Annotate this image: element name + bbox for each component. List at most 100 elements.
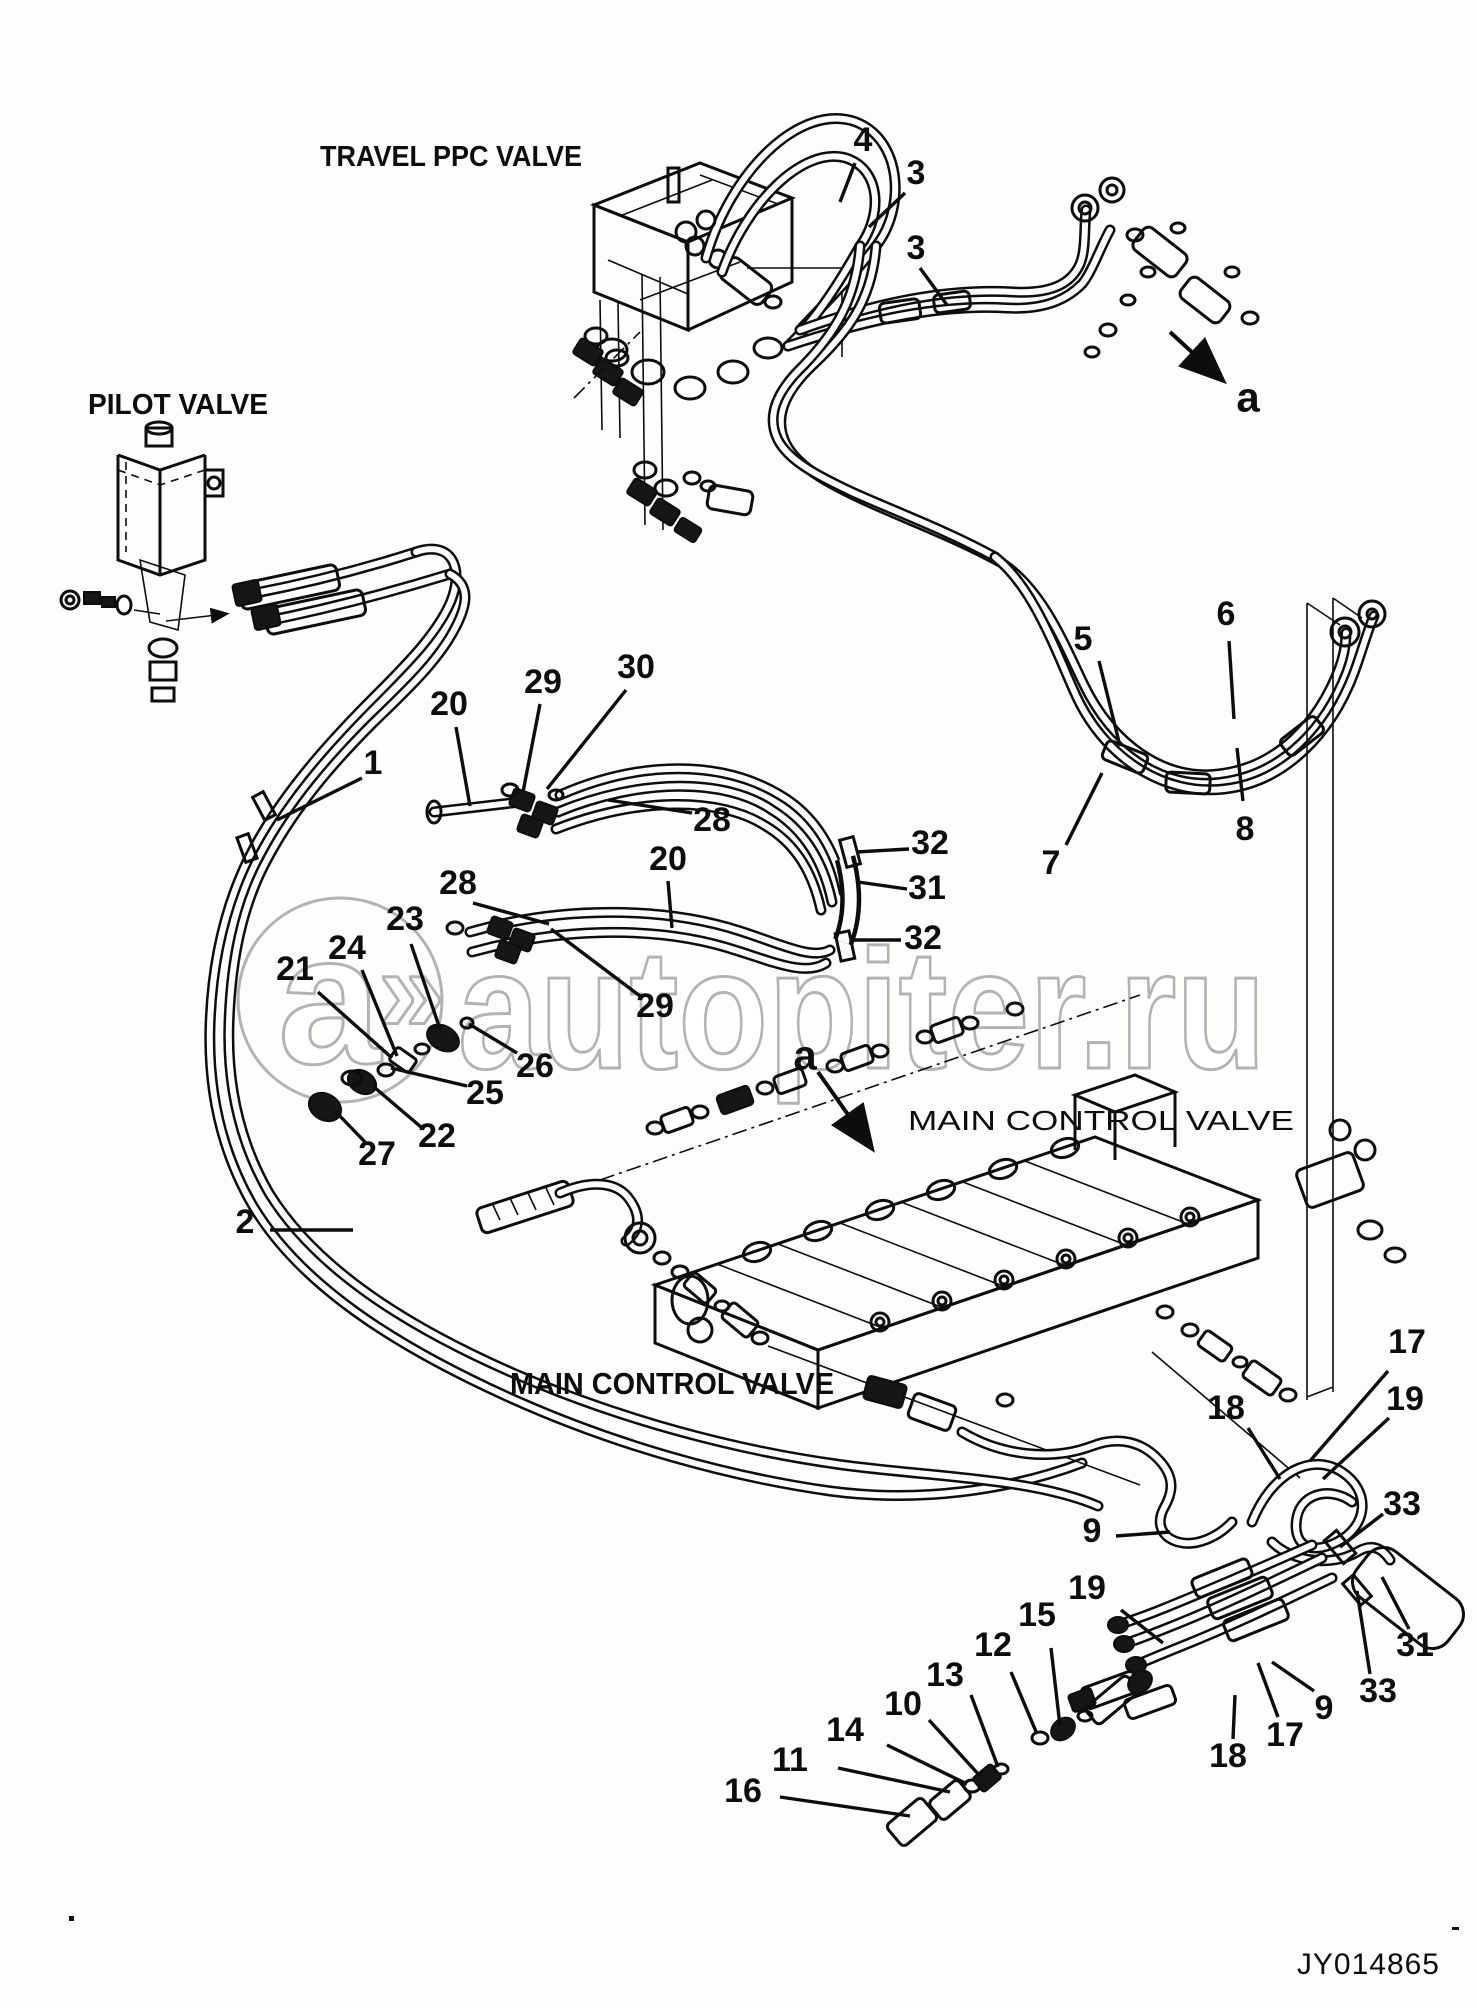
callout-13: 13	[926, 1656, 964, 1694]
callout-33: 33	[1383, 1485, 1421, 1523]
section-arrow-2	[816, 1070, 875, 1153]
callout-leader-30	[545, 688, 628, 791]
callout-20: 20	[430, 685, 468, 723]
callout-4: 4	[854, 121, 873, 159]
hose-1-2-drawing	[204, 543, 1104, 1512]
pilot-valve-label: PILOT VALVE	[88, 389, 268, 421]
callout-5: 5	[1074, 620, 1093, 658]
callout-leader-20	[666, 880, 674, 929]
callout-32: 32	[904, 919, 942, 957]
callout-31: 31	[1396, 1626, 1434, 1664]
part-code: JY014865	[1297, 1948, 1440, 1981]
callout-leader-18	[1246, 1427, 1282, 1480]
callout-27: 27	[358, 1135, 396, 1173]
callout-26: 26	[516, 1047, 554, 1085]
callout-leader-3	[918, 266, 949, 307]
callout-leader-32	[855, 847, 910, 854]
section-plane-lines	[1151, 597, 1363, 1479]
callout-leader-20	[454, 726, 472, 807]
watermark-logo-circle	[236, 896, 444, 1104]
callout-32: 32	[911, 824, 949, 862]
callout-leader-4	[838, 162, 857, 203]
callout-6: 6	[1217, 595, 1236, 633]
main-control-valve-drawing	[599, 994, 1407, 1411]
callout-leader-9	[1271, 1660, 1315, 1693]
callout-11: 11	[772, 1741, 808, 1779]
watermark-logo-letter: a	[278, 897, 383, 1103]
section-label-1: a	[1236, 374, 1260, 421]
section-arrow-1	[1168, 330, 1227, 385]
callout-17: 17	[1388, 1323, 1426, 1361]
callout-leader-28	[472, 901, 550, 926]
callout-20: 20	[649, 840, 687, 878]
callout-33: 33	[1359, 1672, 1397, 1710]
callout-leader-31	[1380, 1576, 1411, 1630]
callout-leader-21	[316, 990, 394, 1060]
callout-leader-14	[886, 1743, 968, 1786]
callout-leader-1	[276, 776, 363, 822]
callout-leader-19	[1321, 1416, 1391, 1481]
callout-leader-5	[1097, 660, 1122, 747]
loose-parts-chain-10-16	[885, 1669, 1153, 1847]
callout-9: 9	[1315, 1689, 1334, 1727]
callout-leader-28	[607, 798, 693, 815]
callout-leader-18	[1231, 1694, 1237, 1740]
hoses-5-6-7-8-drawing	[989, 551, 1387, 796]
callout-18: 18	[1207, 1389, 1245, 1427]
callout-25: 25	[466, 1074, 504, 1112]
stray-marks	[69, 1916, 1459, 1930]
callout-10: 10	[884, 1685, 922, 1723]
callout-leader-6	[1227, 640, 1236, 720]
section-label-2: a	[793, 1032, 817, 1079]
callout-leader-26	[468, 1022, 518, 1055]
callout-19: 19	[1386, 1380, 1424, 1418]
travel-ppc-valve-drawing	[572, 161, 843, 544]
callout-14: 14	[826, 1711, 864, 1749]
callout-30: 30	[617, 648, 655, 686]
callout-leader-29	[549, 927, 642, 998]
callout-leader-27	[333, 1109, 367, 1144]
callout-leader-22	[372, 1085, 423, 1129]
main-control-valve-label-right: MAIN CONTROL VALVE	[908, 1105, 1294, 1136]
callout-24: 24	[328, 929, 366, 967]
main-control-valve-label-bottom: MAIN CONTROL VALVE	[510, 1366, 834, 1401]
callout-leader-17	[1308, 1369, 1390, 1463]
callout-leader-13	[969, 1694, 1000, 1768]
callout-23: 23	[386, 900, 424, 938]
callout-28: 28	[693, 801, 731, 839]
callout-18: 18	[1209, 1737, 1247, 1775]
callout-9: 9	[1083, 1512, 1102, 1550]
callout-31: 31	[908, 869, 946, 907]
callout-leader-23	[409, 943, 442, 1030]
callout-leader-10	[927, 1718, 982, 1778]
callout-leader-3	[867, 191, 907, 229]
callout-leader-15	[1049, 1647, 1062, 1727]
callout-7: 7	[1042, 844, 1061, 882]
callout-16: 16	[724, 1772, 762, 1810]
pilot-hoses-drawing	[231, 546, 456, 636]
callout-leader-25	[390, 1066, 468, 1088]
callout-29: 29	[524, 663, 562, 701]
callout-12: 12	[974, 1626, 1012, 1664]
callout-1: 1	[364, 744, 383, 782]
travel-ppc-valve-label: TRAVEL PPC VALVE	[320, 141, 582, 173]
callout-17: 17	[1266, 1716, 1304, 1754]
callout-15: 15	[1018, 1596, 1056, 1634]
callout-leader-8	[1235, 747, 1245, 802]
callout-leader-17	[1256, 1662, 1280, 1718]
callout-22: 22	[418, 1117, 456, 1155]
callout-leader-33	[1355, 1590, 1372, 1675]
callout-8: 8	[1236, 810, 1255, 848]
callout-leader-19	[1119, 1608, 1165, 1645]
callout-leader-12	[1009, 1671, 1039, 1735]
pilot-valve-drawing	[59, 420, 225, 703]
callout-21: 21	[276, 950, 314, 988]
callout-29: 29	[636, 987, 674, 1025]
callout-leader-24	[360, 969, 399, 1057]
travel-hoses-3-4-drawing	[674, 113, 1116, 569]
callout-19: 19	[1068, 1569, 1106, 1607]
callout-leader-7	[1064, 772, 1104, 846]
